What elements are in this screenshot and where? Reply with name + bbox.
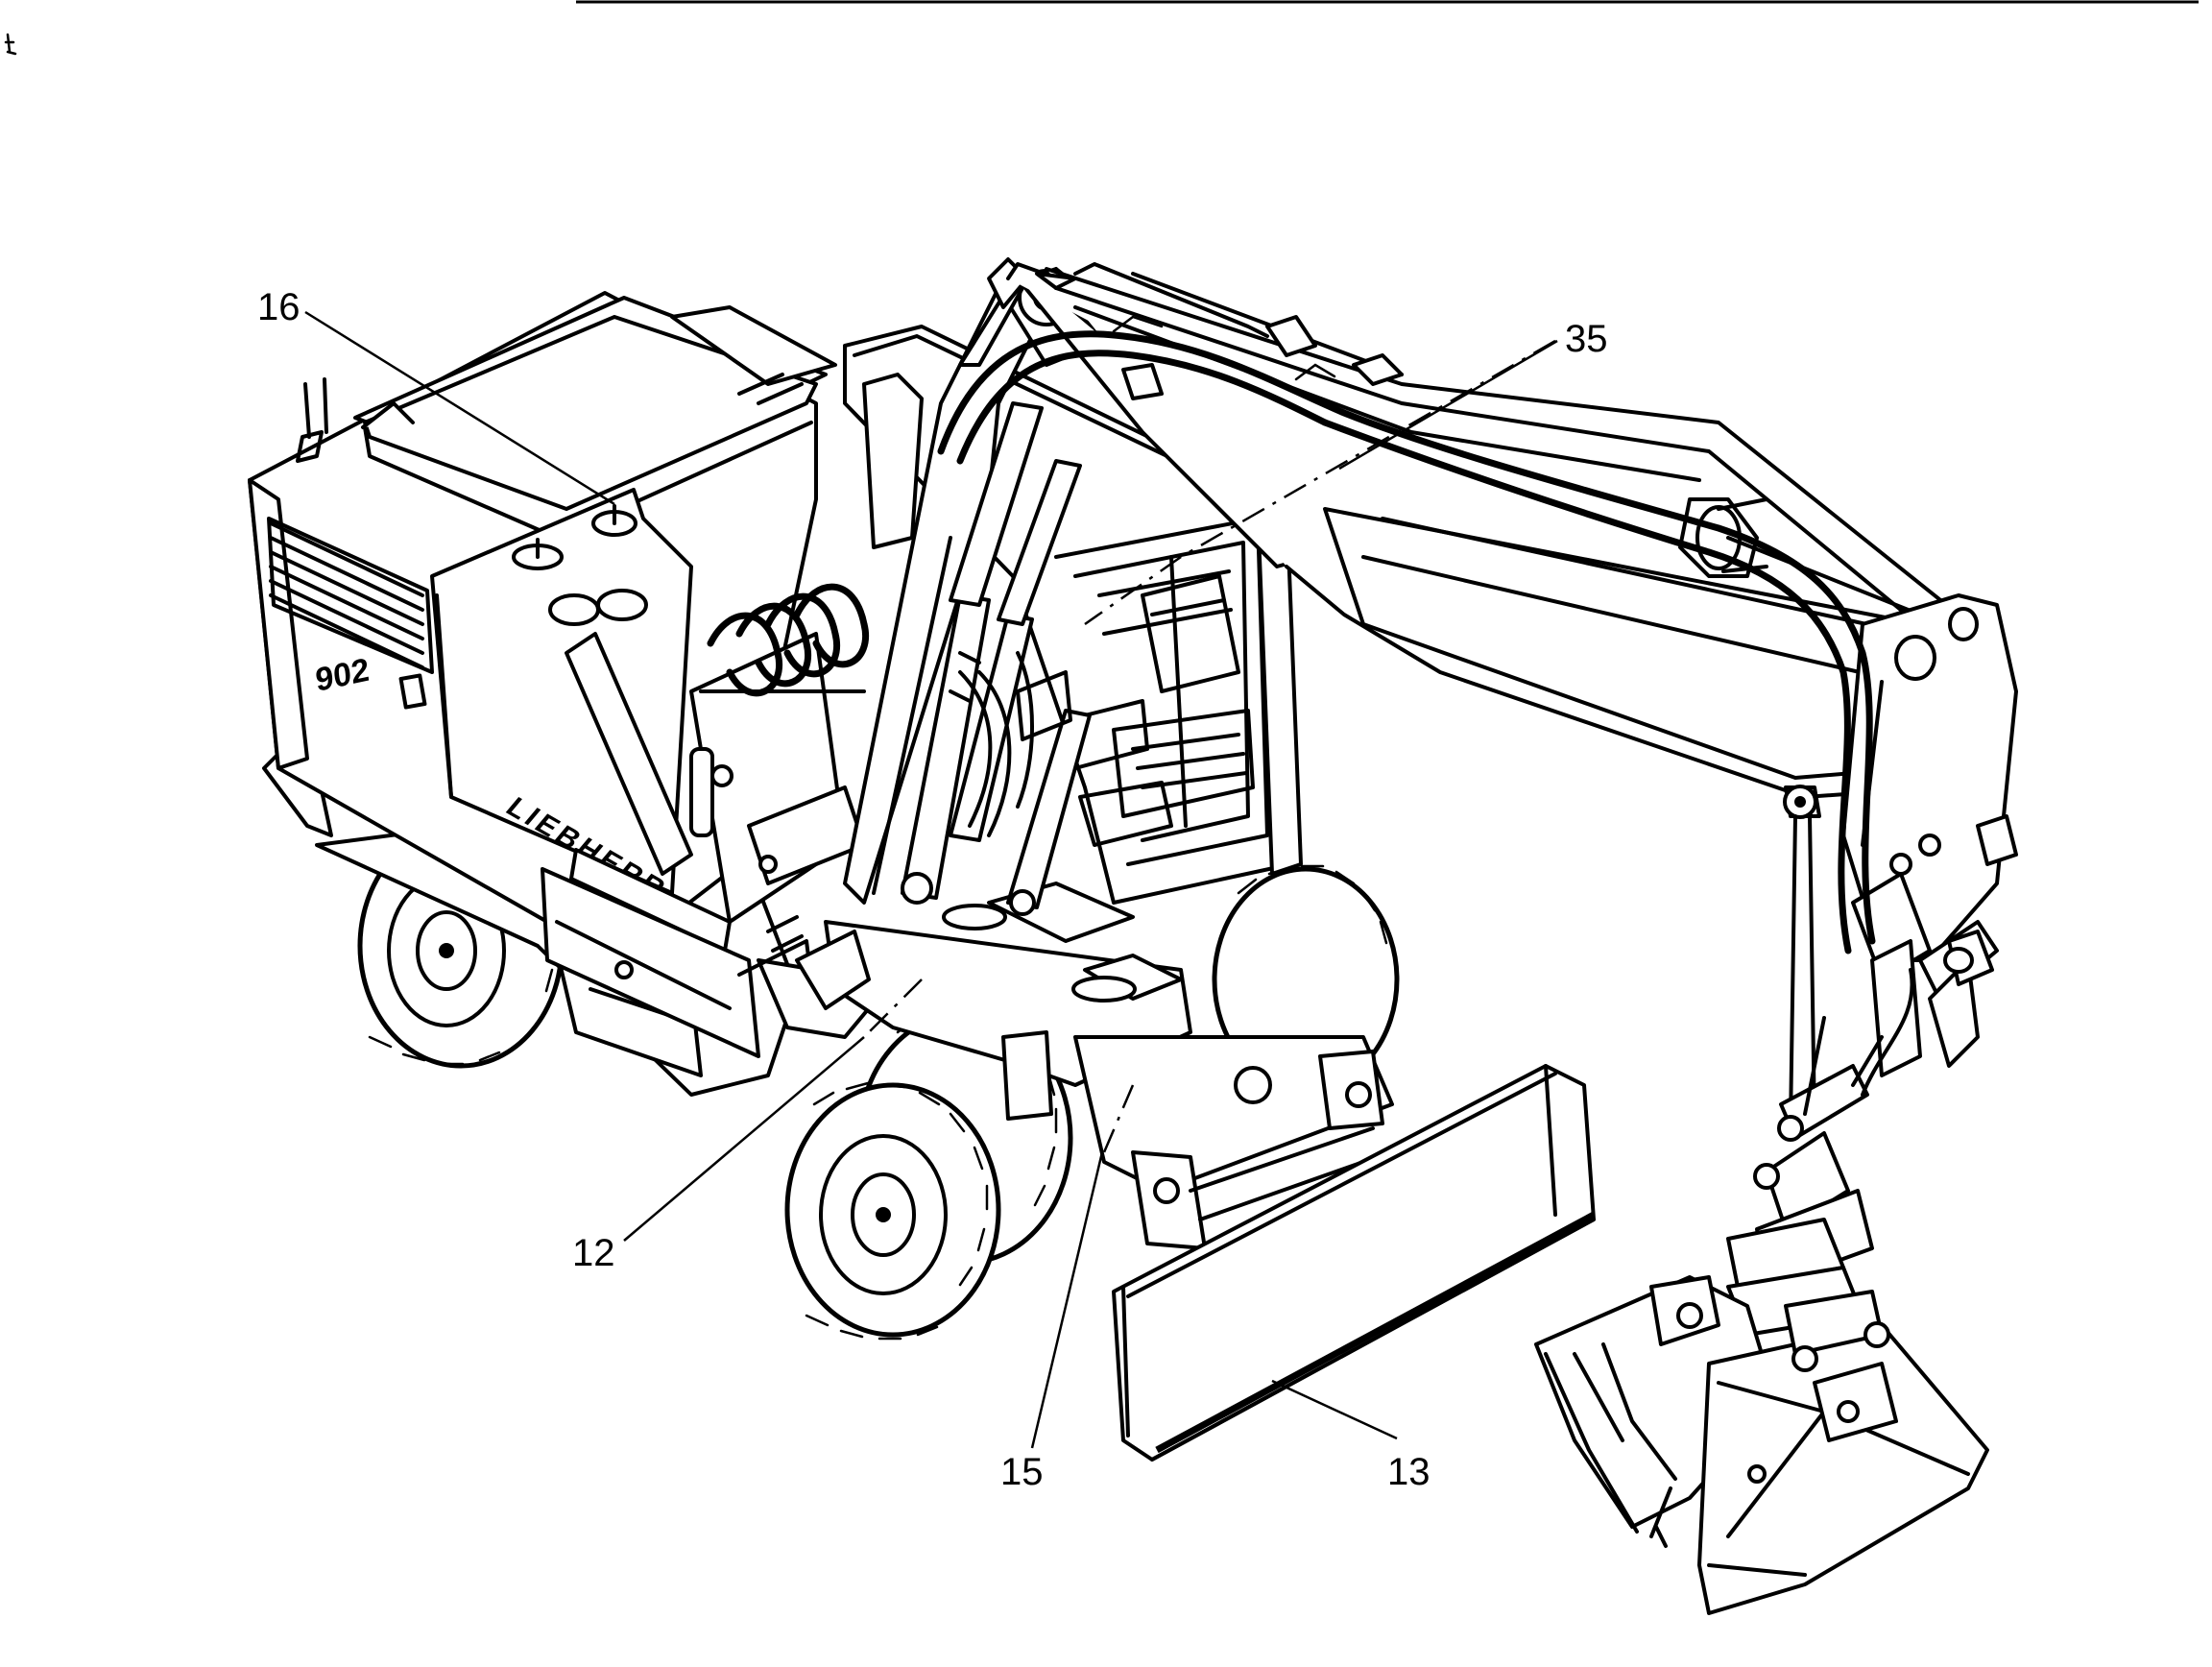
hose-coil [699,583,869,697]
dozer-blade [1112,1064,1596,1462]
front-left-wheel [784,1081,1001,1341]
callout-labels: 16 35 12 15 13 [257,286,1608,1493]
callout-35: 35 [1565,318,1608,360]
leader-16 [304,310,615,506]
callout-12: 12 [572,1232,615,1274]
hydraulic-hoses [937,315,2018,1097]
leader-13 [1271,1379,1398,1440]
clamshell-grab [1534,1275,1989,1615]
callout-15: 15 [1000,1451,1044,1493]
callout-13: 13 [1387,1451,1431,1493]
callout-16: 16 [257,286,301,328]
upperstructure: 902 LIEBHERR [248,291,871,1058]
center-axis-line [1180,339,1556,559]
leader-35 [1338,339,1558,471]
grab-rotator [1726,872,1999,1337]
leader-lines [304,310,1558,1449]
stick [1323,497,2018,1125]
rear-right-wheel [1212,864,1400,1093]
boom-cylinders [901,401,1092,916]
corner-mark [4,33,17,56]
leader-15 [1030,1151,1104,1449]
leader-12 [623,1036,865,1242]
